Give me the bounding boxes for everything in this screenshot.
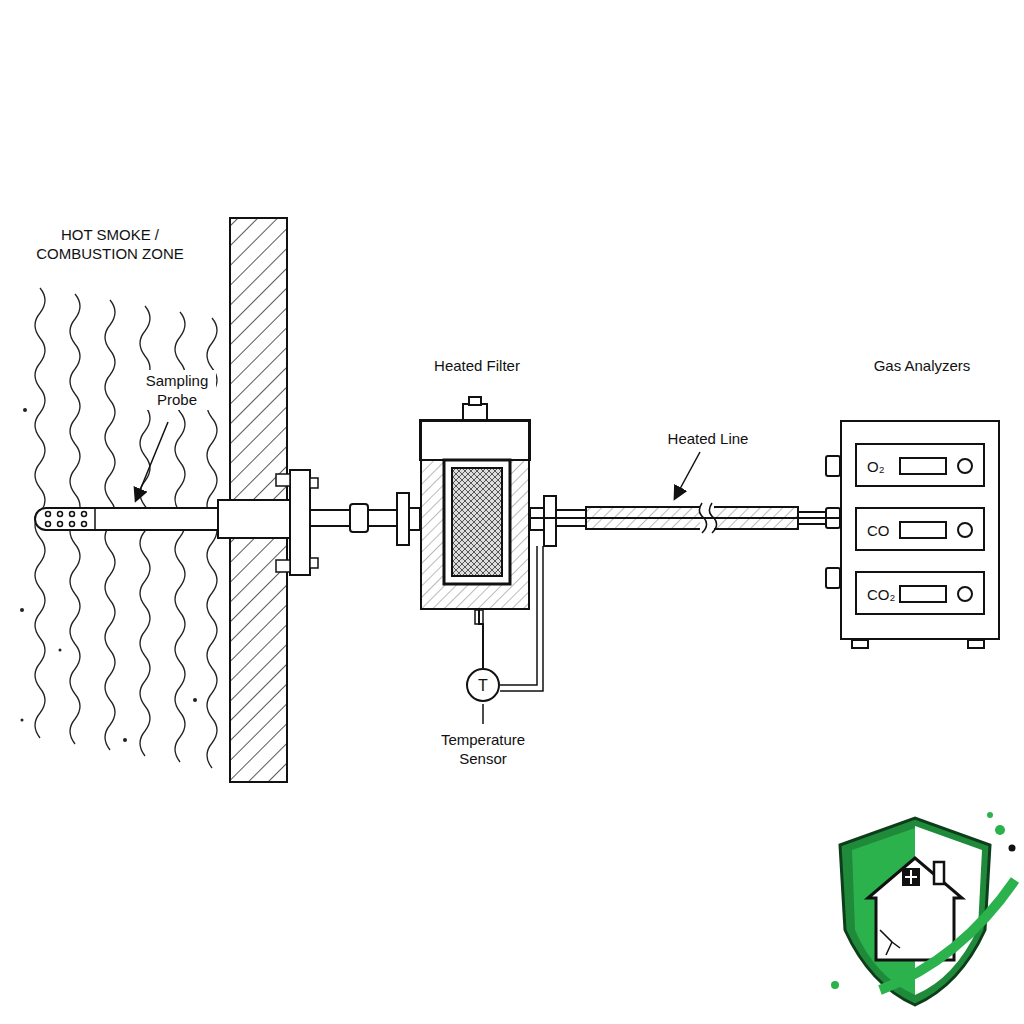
coupling-nut: [350, 504, 368, 532]
filter-flange-left: [397, 493, 409, 545]
analyzer-knob: [957, 458, 973, 474]
analyzer-display: [899, 521, 947, 539]
module-label: O₂: [867, 457, 885, 476]
filter-nut: [463, 404, 487, 420]
callout-label: Sampling Probe: [138, 370, 216, 410]
filter-frame: [444, 460, 510, 584]
cabinet-feet: [852, 640, 984, 648]
temperature-sensor: TTemperature Sensor: [466, 668, 500, 702]
analyzer-knob: [957, 586, 973, 602]
analyzer-module: O₂: [855, 443, 985, 487]
cabinet-fittings: [826, 456, 840, 588]
probe-leader: [136, 422, 168, 500]
filter-cap: [420, 420, 530, 460]
wall-flange: [290, 470, 310, 575]
smoke-dots: [20, 408, 197, 742]
callout-label: Heated Line: [655, 428, 761, 449]
filter-element: [452, 468, 502, 576]
module-label: CO₂: [867, 585, 895, 604]
filter-body: [420, 420, 530, 610]
node-heading: Gas Analyzers: [822, 356, 1022, 375]
module-label: CO: [867, 521, 890, 540]
sensor-wire: [500, 546, 543, 691]
connector: [479, 610, 483, 668]
line-leader: [675, 452, 700, 498]
analyzer-module: CO₂: [855, 571, 985, 615]
analyzer-knob: [957, 522, 973, 538]
zone-label: HOT SMOKE / COMBUSTION ZONE: [22, 224, 198, 264]
analyzer-display: [899, 457, 947, 475]
analyzer-cabinet: Gas AnalyzersO₂COCO₂: [840, 420, 1000, 640]
sensor-symbol: T: [468, 670, 498, 700]
probe-holes: [46, 512, 87, 527]
logo: [831, 812, 1016, 1005]
filter-housing: Heated Filter: [420, 420, 530, 610]
analyzer-display: [899, 585, 947, 603]
connector: [530, 518, 840, 519]
node-heading: Heated Filter: [377, 356, 577, 375]
sensor-stem: [482, 704, 484, 724]
wall-sleeve: [218, 500, 300, 538]
sensor-label: Temperature Sensor: [433, 730, 533, 768]
analyzer-module: CO: [855, 507, 985, 551]
